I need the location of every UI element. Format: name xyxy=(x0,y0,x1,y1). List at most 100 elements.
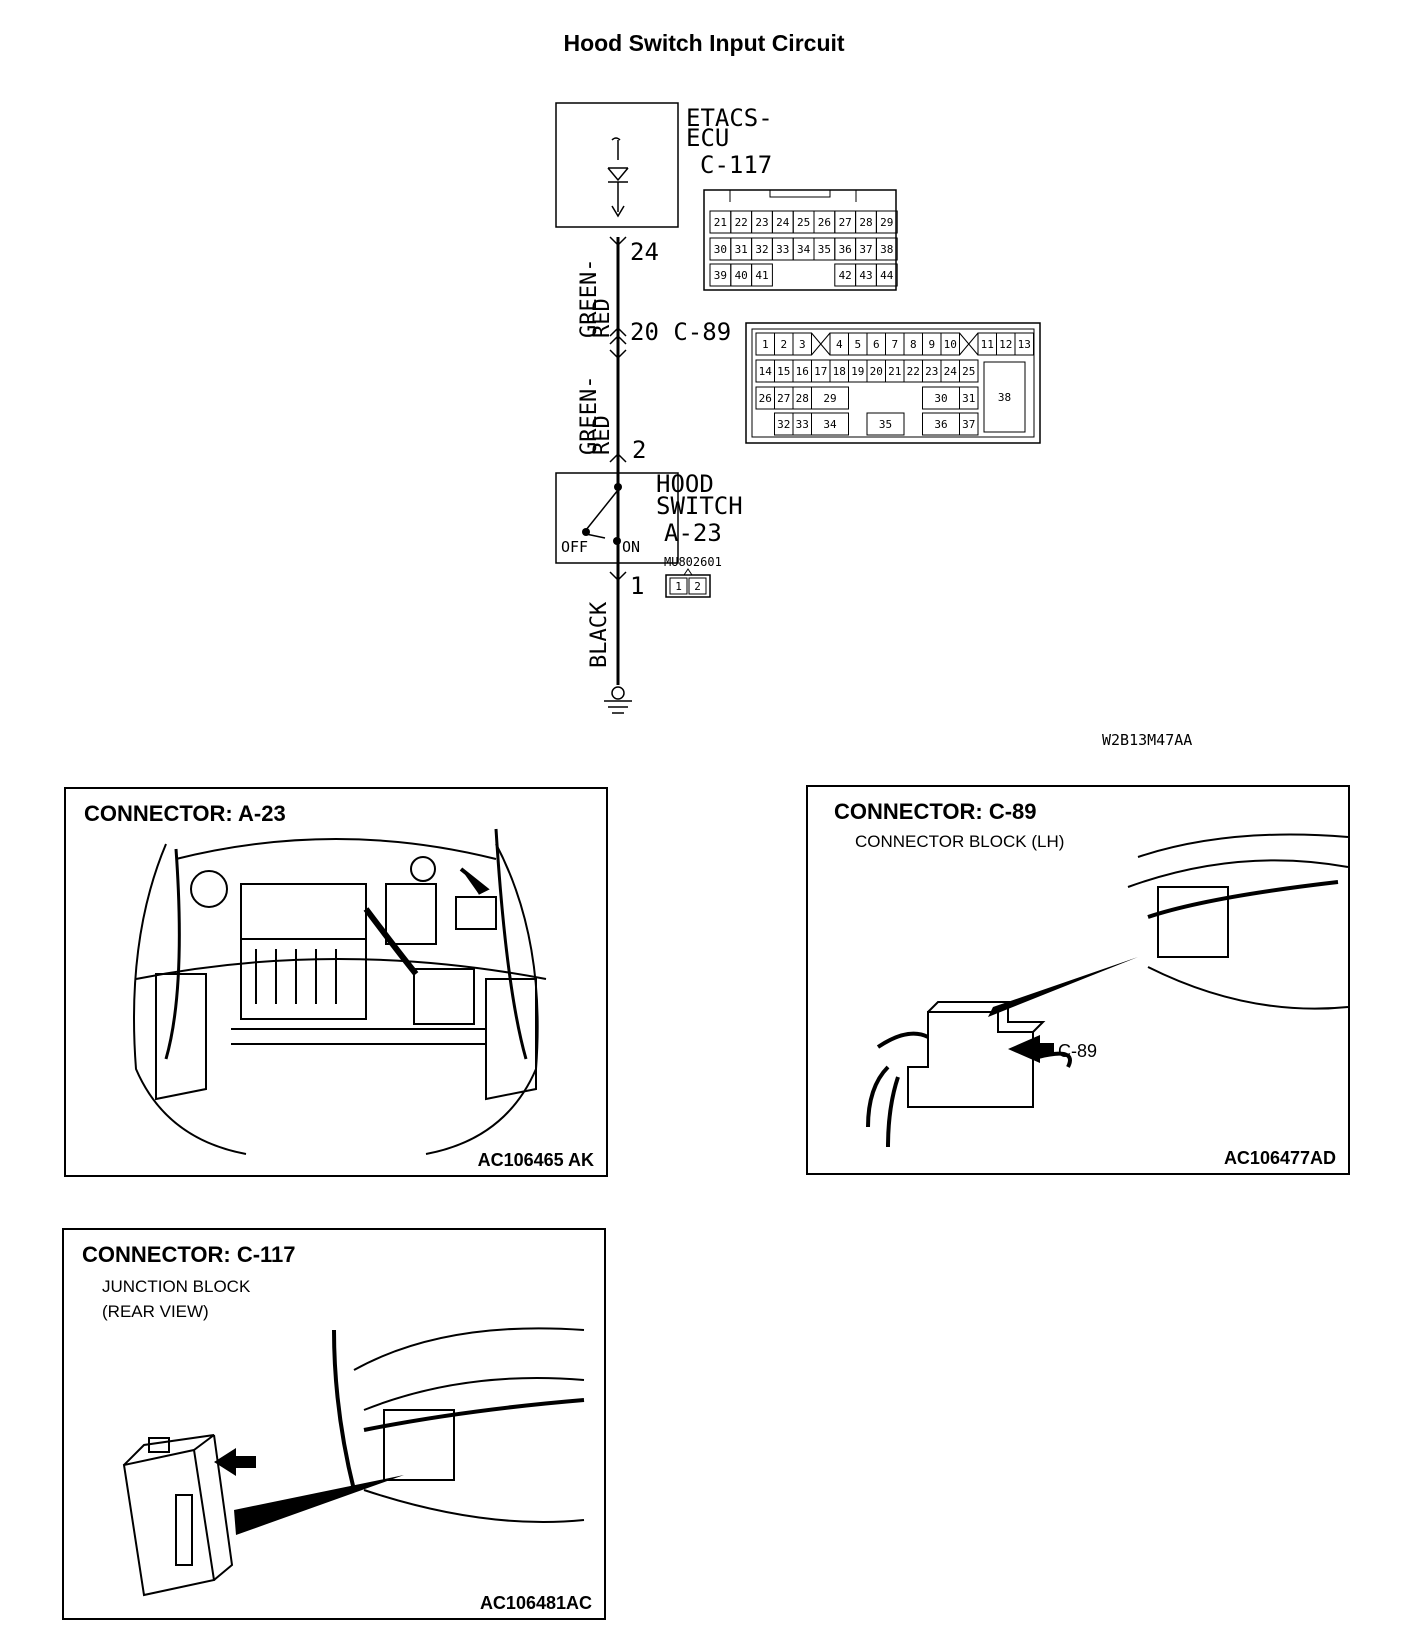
hood-switch-box xyxy=(555,472,679,564)
c89-pin-label: 17 xyxy=(814,365,827,378)
a23-cavity xyxy=(669,577,688,595)
panel-a23-title: CONNECTOR: A-23 xyxy=(84,801,286,826)
c89-pin-label: 2 xyxy=(780,338,787,351)
c117-pin-label: 27 xyxy=(839,216,852,229)
c89-pin-label: 24 xyxy=(944,365,958,378)
c89-pin-label: 1 xyxy=(762,338,769,351)
c89-pin-label: 27 xyxy=(777,392,790,405)
c89-pin-label: 18 xyxy=(833,365,846,378)
c117-pin-label: 34 xyxy=(797,243,811,256)
c89-pin-label: 35 xyxy=(879,418,892,431)
ecu-connector-label: C-117 xyxy=(700,151,772,179)
c89-cavity xyxy=(959,359,979,383)
c89-cavity xyxy=(983,361,1026,433)
c89-pin-label: 5 xyxy=(854,338,861,351)
panel-c117-code: AC106481AC xyxy=(479,1593,592,1613)
a23-pin-label: 2 xyxy=(694,580,701,593)
c117-pin-label: 21 xyxy=(714,216,727,229)
ecu-name-line1: ETACS- xyxy=(686,104,773,132)
c117-pin-label: 36 xyxy=(839,243,852,256)
c89-cavity xyxy=(866,412,905,436)
connector-block-illustration: C-89 xyxy=(866,833,1349,1148)
c89-cavity xyxy=(792,332,812,356)
c117-cavity xyxy=(875,237,898,261)
c89-pin-label: 31 xyxy=(962,392,975,405)
c117-cavity xyxy=(875,210,898,234)
c117-pin-label: 32 xyxy=(755,243,768,256)
switch-name-line1: HOOD xyxy=(656,470,714,498)
wire-color-upper-2: RED xyxy=(590,298,615,338)
c117-pin-label: 39 xyxy=(714,269,727,282)
on-label: ON xyxy=(622,538,640,556)
c89-pin-label: 32 xyxy=(777,418,790,431)
c89-pin-label: 3 xyxy=(799,338,806,351)
c117-pin-label: 25 xyxy=(797,216,810,229)
c89-pin-label: 26 xyxy=(759,392,772,405)
c117-pin-label: 30 xyxy=(714,243,727,256)
junction-c89-label: 20 C-89 xyxy=(630,318,731,346)
c89-pin-label: 4 xyxy=(836,338,843,351)
junction-block-illustration xyxy=(122,1327,585,1597)
panel-c89-code: AC106477AD xyxy=(1223,1148,1336,1168)
switch-part-number: MU802601 xyxy=(664,555,722,569)
c89-pin-label: 38 xyxy=(998,391,1011,404)
switch-connector-label: A-23 xyxy=(664,519,722,547)
wire-color-lower-2: RED xyxy=(590,415,615,455)
panel-c117-title: CONNECTOR: C-117 xyxy=(82,1242,296,1267)
connector-a23-panel: CONNECTOR: A-23 AC106465 AK xyxy=(64,787,608,1177)
pin-1-label: 1 xyxy=(630,572,644,600)
c89-pin-label: 19 xyxy=(851,365,864,378)
c89-pin-label: 11 xyxy=(981,338,994,351)
c89-pin-label: 8 xyxy=(910,338,917,351)
c89-pin-label: 36 xyxy=(934,418,947,431)
c117-pin-label: 28 xyxy=(859,216,872,229)
c117-cavity xyxy=(751,263,773,287)
a23-pin-label: 1 xyxy=(675,580,682,593)
panel-c117-subtitle-2: (REAR VIEW) xyxy=(102,1302,209,1321)
c89-pin-label: 30 xyxy=(934,392,947,405)
connector-c117-panel: CONNECTOR: C-117 JUNCTION BLOCK (REAR VI… xyxy=(62,1228,606,1620)
c89-pin-label: 37 xyxy=(962,418,975,431)
c89-callout-label: C-89 xyxy=(1058,1041,1097,1061)
pin-2-label: 2 xyxy=(632,436,646,464)
c117-pin-label: 43 xyxy=(859,269,872,282)
diagram-code: W2B13M47AA xyxy=(1102,731,1192,749)
c89-pin-label: 15 xyxy=(777,365,790,378)
c117-cavity xyxy=(875,263,898,287)
c89-pin-label: 9 xyxy=(928,338,935,351)
ecu-name-line2: ECU xyxy=(686,124,729,152)
wire-color-upper-1: GREEN- xyxy=(577,259,602,338)
wire-color-lower-1: GREEN- xyxy=(577,376,602,455)
c117-pin-label: 44 xyxy=(880,269,894,282)
c89-cavity xyxy=(1014,332,1034,356)
c89-pin-label: 34 xyxy=(823,418,837,431)
c117-pin-label: 41 xyxy=(755,269,768,282)
panel-a23-code: AC106465 AK xyxy=(477,1150,594,1170)
c89-pin-label: 6 xyxy=(873,338,880,351)
c89-pin-label: 16 xyxy=(796,365,809,378)
c89-cavity xyxy=(940,332,960,356)
c89-pin-label: 7 xyxy=(891,338,898,351)
a23-cavity xyxy=(688,577,707,595)
c117-pin-label: 33 xyxy=(776,243,789,256)
pin-24-label: 24 xyxy=(630,238,659,266)
c89-cavity xyxy=(811,412,849,436)
etacs-ecu-box xyxy=(555,102,679,228)
c117-pin-label: 24 xyxy=(776,216,790,229)
circuit-schematic: ETACS- ECU C-117 24 20 C-89 2 HOOD SWITC… xyxy=(555,102,1192,749)
c117-pin-label: 22 xyxy=(735,216,748,229)
c89-pin-label: 13 xyxy=(1018,338,1031,351)
panel-c89-title: CONNECTOR: C-89 xyxy=(834,799,1037,824)
c117-pin-label: 38 xyxy=(880,243,893,256)
ground-wire-color: BLACK xyxy=(587,601,612,668)
c117-pin-label: 26 xyxy=(818,216,831,229)
switch-name-line2: SWITCH xyxy=(656,492,743,520)
c89-cavity xyxy=(811,386,849,410)
c89-pin-label: 33 xyxy=(796,418,809,431)
page-title: Hood Switch Input Circuit xyxy=(563,30,845,56)
engine-bay-illustration xyxy=(133,828,547,1155)
c89-pin-label: 12 xyxy=(999,338,1012,351)
